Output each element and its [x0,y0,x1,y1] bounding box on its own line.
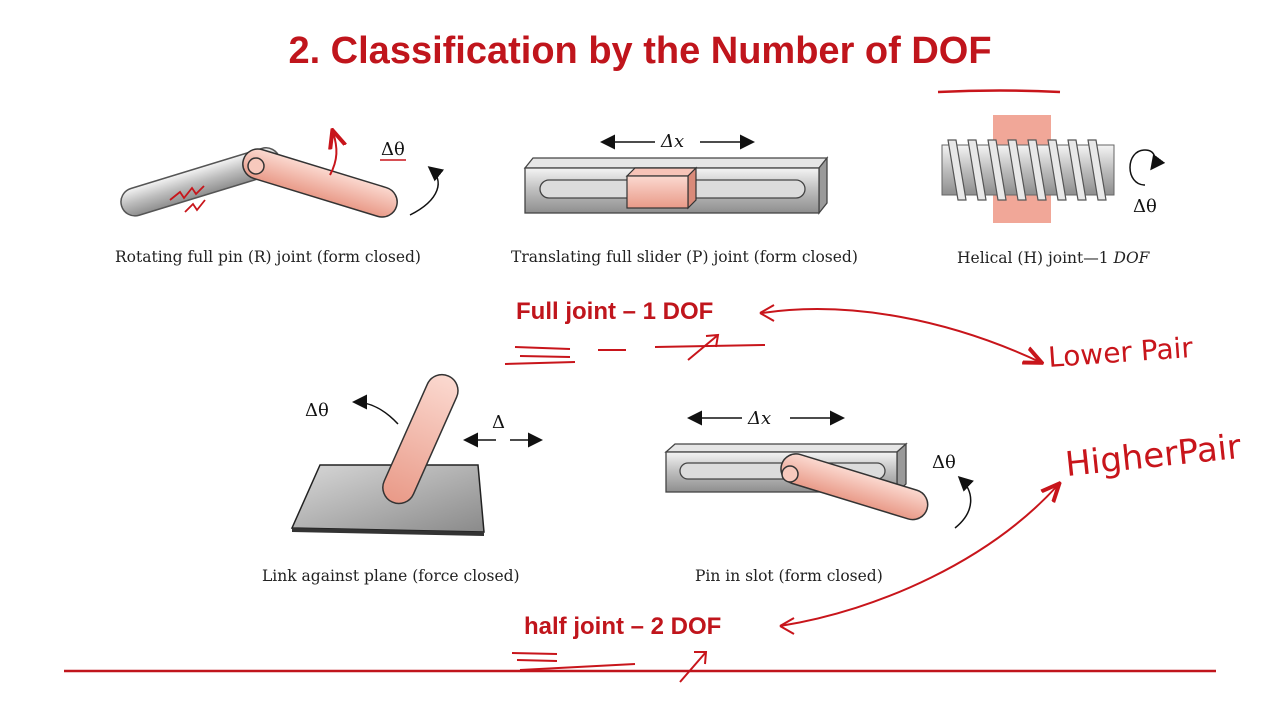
slot-delta-x: Δx [748,408,771,429]
caption-link-plane: Link against plane (force closed) [262,567,520,585]
link-plane-figure [290,373,543,536]
caption-slider-joint: Translating full slider (P) joint (form … [511,248,858,266]
slide-title: 2. Classification by the Number of DOF [288,30,992,72]
handwritten-annotations [504,304,1058,683]
slot-delta-theta: Δθ [932,452,956,473]
plane-delta: Δ [492,412,505,433]
helical-delta-theta: Δθ [1133,196,1157,217]
title-underline [937,89,1061,94]
caption-helical-joint: Helical (H) joint—1 DOF [957,249,1149,267]
slider-delta-x: Δx [661,131,684,152]
slider-joint-figure [523,134,829,215]
slot-delta-x-text: Δx [748,408,772,429]
plane-delta-theta: Δθ [305,400,329,421]
caption-helical-main: Helical (H) joint—1 [957,249,1114,267]
pin-slot-figure [664,410,974,529]
caption-pin-joint: Rotating full pin (R) joint (form closed… [115,248,421,266]
helical-joint-figure [941,115,1166,223]
full-joint-label: Full joint – 1 DOF [516,298,714,325]
caption-helical-italic: DOF [1113,249,1150,267]
caption-pin-slot: Pin in slot (form closed) [695,567,883,585]
pin-joint-delta-theta: Δθ [381,139,405,160]
half-joint-label: half joint – 2 DOF [524,613,722,640]
pin-joint-figure [120,132,445,218]
slider-delta-x-text: Δx [661,131,685,152]
